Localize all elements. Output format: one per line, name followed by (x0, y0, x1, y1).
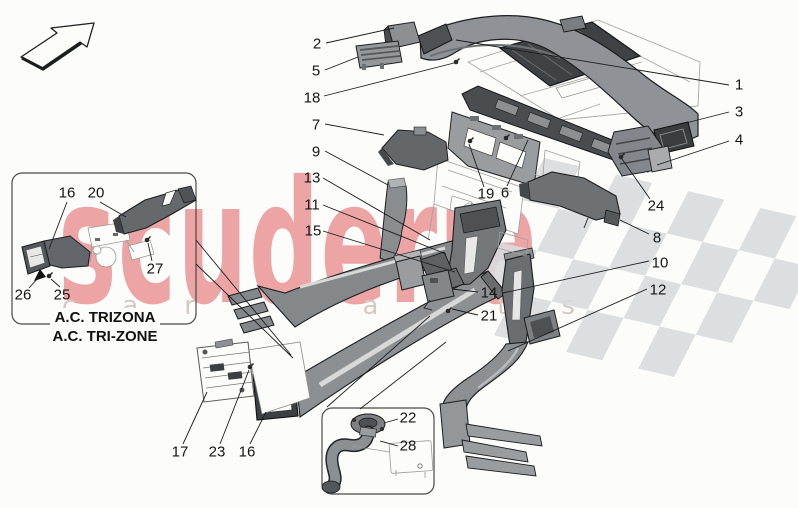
reference-line-3 (359, 341, 447, 410)
reference-line-0 (195, 239, 292, 356)
screw-icon (144, 235, 152, 243)
leader-line-4 (656, 140, 730, 166)
screw-icon (46, 271, 54, 279)
variant-note-mask (50, 308, 160, 326)
callout-label-7: 7 (312, 117, 320, 134)
callout-label-5: 5 (312, 63, 320, 80)
leader-line-20 (99, 201, 127, 218)
leader-line-1 (455, 39, 730, 86)
leader-line-28 (379, 440, 399, 447)
callout-label-19: 19 (478, 186, 495, 203)
leader-line-16 (249, 411, 267, 445)
leader-line-17 (182, 391, 208, 445)
callout-label-18: 18 (304, 90, 321, 107)
leader-line-19 (468, 143, 485, 188)
leader-line-27 (147, 242, 153, 262)
callout-label-17: 17 (172, 444, 189, 461)
callout-label-4: 4 (735, 132, 743, 149)
leader-line-24 (621, 158, 651, 200)
callout-label-20: 20 (88, 185, 105, 202)
callout-label-28: 28 (400, 438, 417, 455)
screw-icon (445, 306, 453, 314)
leader-line-12 (507, 288, 648, 352)
screw-icon (247, 362, 255, 370)
callout-label-6: 6 (501, 185, 509, 202)
callout-label-12: 12 (650, 282, 667, 299)
callout-leader-lines (28, 27, 730, 447)
callout-label-26: 26 (15, 287, 32, 304)
screw-icon (618, 152, 626, 160)
center-console-vent-assembly-wireframe (196, 338, 311, 415)
leader-line-25 (50, 278, 61, 288)
leader-line-15 (322, 230, 456, 273)
callout-label-9: 9 (312, 144, 320, 161)
dashboard-crossbeam (461, 85, 653, 173)
reference-line-1 (195, 263, 294, 359)
lateral-duct-part8 (519, 171, 621, 229)
leader-line-16 (48, 201, 68, 250)
hose-bracket-wireframe (351, 440, 434, 478)
leader-line-14 (451, 288, 479, 293)
direction-arrow-icon (20, 22, 95, 71)
lateral-vent-part (355, 40, 403, 70)
callout-label-27: 27 (147, 261, 164, 278)
reference-line-2 (326, 315, 431, 408)
rear-s-duct (439, 309, 561, 477)
leader-line-22 (383, 418, 399, 424)
fastener-marks (46, 57, 626, 370)
variant-duct-20 (113, 185, 197, 235)
callout-label-23: 23 (209, 444, 226, 461)
variant-note-line1: A.C. TRIZONA (55, 309, 156, 326)
callout-label-13: 13 (304, 170, 321, 187)
leader-line-13 (322, 177, 431, 241)
callout-label-16: 16 (239, 444, 256, 461)
leader-line-3 (685, 111, 730, 124)
callout-label-22: 22 (400, 410, 417, 427)
leader-line-26 (28, 276, 40, 289)
variant-note-line2: A.C. TRI-ZONE (53, 328, 158, 345)
leader-line-5 (324, 56, 359, 71)
callout-label-25: 25 (54, 287, 71, 304)
callout-label-3: 3 (735, 104, 743, 121)
screw-icon (503, 133, 511, 141)
callout-label-1: 1 (735, 77, 743, 94)
callout-label-16: 16 (59, 185, 76, 202)
leader-line-11 (322, 204, 447, 255)
callout-label-2: 2 (313, 36, 321, 53)
drain-hose (321, 425, 377, 494)
center-vent-duct (378, 126, 449, 171)
leader-line-2 (325, 27, 395, 44)
leader-line-7 (324, 123, 385, 136)
arrow-marker-26 (34, 269, 46, 281)
screw-icon (453, 57, 461, 65)
leader-line-18 (323, 62, 455, 97)
leader-line-8 (619, 219, 650, 235)
variant-duct-16 (21, 235, 91, 275)
leader-line-23 (219, 369, 250, 445)
side-vent-assembly (607, 125, 673, 177)
leader-line-21 (451, 308, 479, 316)
hose-kit-box (321, 407, 435, 495)
callout-label-8: 8 (653, 230, 661, 247)
callout-label-10: 10 (652, 255, 669, 272)
screw-icon (467, 136, 475, 144)
leader-line-6 (506, 139, 529, 187)
leader-line-9 (324, 150, 389, 186)
callout-label-21: 21 (481, 308, 498, 325)
callout-label-11: 11 (304, 197, 320, 214)
callout-label-14: 14 (481, 285, 498, 302)
elbow-duct (379, 177, 408, 263)
reference-lines (195, 239, 447, 410)
demister-main-duct (417, 15, 699, 142)
callout-label-15: 15 (305, 223, 322, 240)
leader-line-10 (502, 260, 650, 294)
callout-label-24: 24 (648, 198, 665, 215)
